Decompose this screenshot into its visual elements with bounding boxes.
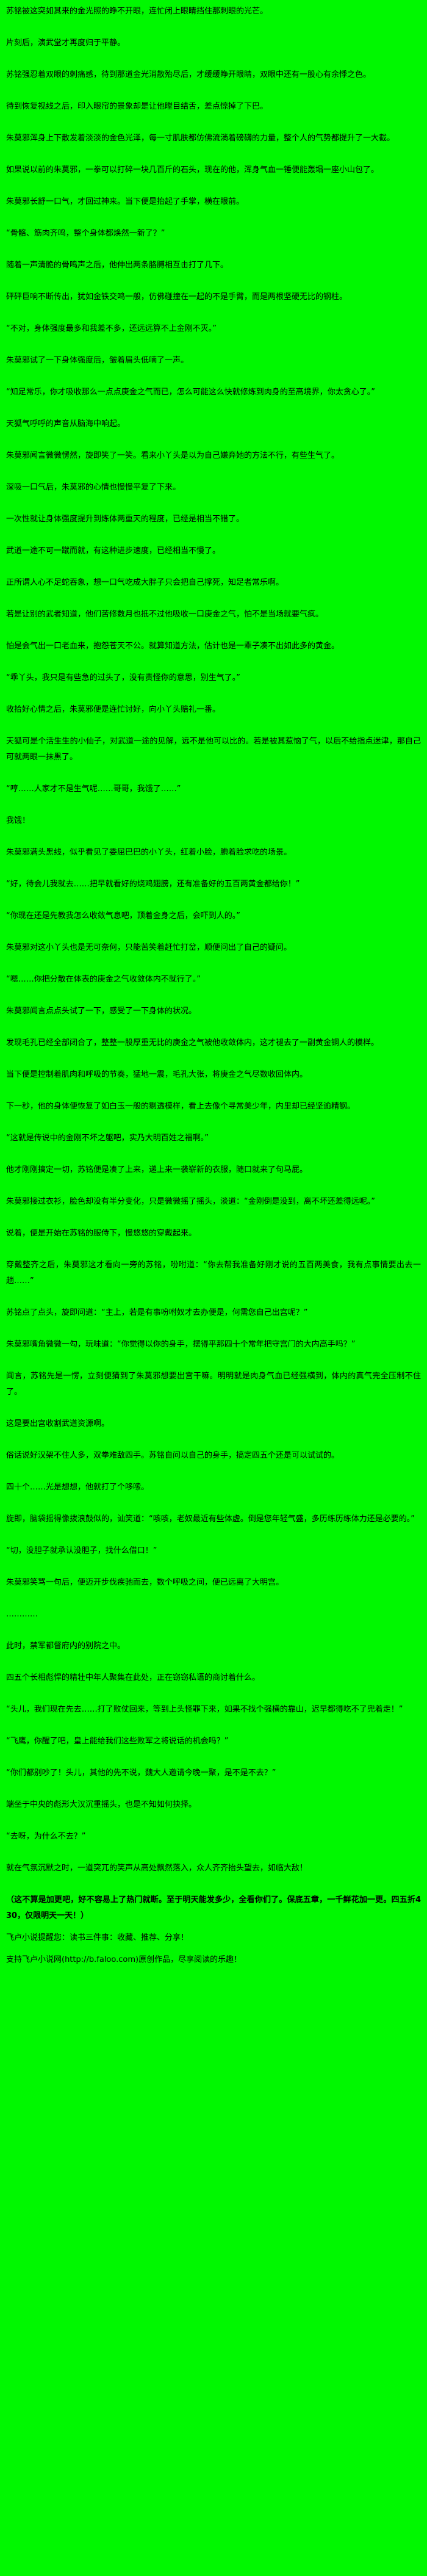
- novel-paragraph: “你现在还是先教我怎么收敛气息吧，顶着金身之后，会吓到人的。”: [6, 911, 240, 921]
- novel-paragraph: 朱莫邪闻言点点头试了一下，感受了一下身体的状况。: [6, 1007, 197, 1016]
- novel-paragraph: “不对，身体强度最多和我差不多，还远远算不上金刚不灭。”: [6, 324, 217, 333]
- novel-paragraph: 待到恢复视线之后，印入眼帘的景象却是让他瞠目结舌，差点惊掉了下巴。: [6, 102, 268, 111]
- novel-paragraph: 朱莫邪接过衣衫，脸色却没有半分变化，只是微微摇了摇头，淡道：“金刚倒是没到，离不…: [6, 1197, 375, 1206]
- novel-paragraph: 片刻后，演武堂才再度归于平静。: [6, 38, 126, 48]
- novel-paragraph: 四五个长相彪悍的精壮中年人聚集在此处，正在窃窃私语的商讨着什么。: [6, 1673, 260, 1682]
- novel-paragraph: 就在气氛沉默之时，一道突兀的笑声从高处飘然落入，众人齐齐抬头望去，如临大敌！: [6, 1864, 308, 1873]
- novel-paragraph: 随着一声清脆的骨鸣声之后，他伸出两条胳膊相互击打了几下。: [6, 261, 229, 270]
- novel-paragraph: 当下便是控制着肌肉和呼吸的节奏，猛地一震，毛孔大张，将庚金之气尽数收回体内。: [6, 1070, 308, 1079]
- novel-paragraph: 朱莫邪闻言微微愣然，旋即笑了一笑。看来小丫头是以为自己嫌弃她的方法不行，有些生气…: [6, 451, 340, 460]
- novel-paragraph: 穿戴整齐之后，朱莫邪这才看向一旁的苏铭，吩咐道：“你去帮我准备好刚才说的五百两美…: [6, 1261, 421, 1286]
- novel-paragraph: 朱莫邪笑骂一句后，便迈开步伐疾驰而去，数个呼吸之间，便已远离了大明宫。: [6, 1578, 284, 1587]
- novel-paragraph: 朱莫邪对这小丫头也是无可奈何，只能苦笑着赶忙打岔，顺便问出了自己的疑问。: [6, 943, 292, 952]
- novel-paragraph: “嗯……你把分散在体表的庚金之气收敛体内不就行了。”: [6, 975, 201, 984]
- novel-paragraph: “好，待会儿我就去……把早就看好的烧鸡翅膀，还有准备好的五百两黄金都给你！”: [6, 880, 300, 889]
- novel-paragraph: 朱莫邪长舒一口气，才回过神来。当下便是抬起了手掌，横在眼前。: [6, 197, 245, 206]
- novel-paragraph: 苏铭强忍着双眼的刺痛感，待到那道金光消散殆尽后，才缓缓睁开眼睛，双眼中还有一股心…: [6, 70, 371, 79]
- reader-page: 苏铭被这突如其来的金光照的睁不开眼，连忙闭上眼睛挡住那刺眼的光芒。片刻后，演武堂…: [6, 4, 421, 1968]
- novel-paragraph: 砰砰巨响不断传出，犹如金铁交鸣一般，仿佛碰撞在一起的不是手臂，而是两根坚硬无比的…: [6, 292, 348, 302]
- novel-paragraph: 深吸一口气后，朱莫邪的心情也慢慢平复了下来。: [6, 483, 181, 492]
- novel-paragraph: 怕是会气出一口老血来，抱怨苍天不公。就算知道方法，估计也是一辈子凑不出如此多的黄…: [6, 642, 340, 651]
- novel-paragraph: 朱莫邪试了一下身体强度后，皱着眉头低喃了一声。: [6, 356, 189, 365]
- novel-paragraph: 此时，禁军都督府内的别院之中。: [6, 1641, 126, 1651]
- novel-paragraph: 苏铭被这突如其来的金光照的睁不开眼，连忙闭上眼睛挡住那刺眼的光芒。: [6, 7, 268, 16]
- novel-paragraph: 下一秒，他的身体便恢复了如白玉一般的剔透模样，看上去像个寻常美少年，内里却已经坚…: [6, 1102, 356, 1111]
- novel-paragraph: 若是让别的武者知道，他们苦修数月也抵不过他吸收一口庚金之气，怕不是当场就要气疯。: [6, 610, 324, 619]
- novel-paragraph: 天狐可是个活生生的小仙子，对武道一途的见解，远不是他可以比的。若是被其惹恼了气，…: [6, 737, 421, 762]
- novel-paragraph: 这是要出宫收割武道资源啊。: [6, 1419, 110, 1428]
- faloo-support-footer: 支持飞卢小说网(http://b.faloo.com)原创作品，尽享阅读的乐趣！: [6, 1955, 242, 1964]
- novel-paragraph: 收拾好心情之后，朱莫邪便是连忙讨好，向小丫头赔礼一番。: [6, 705, 221, 714]
- novel-paragraph: “哼……人家才不是生气呢……哥哥，我饿了……”: [6, 784, 181, 794]
- novel-paragraph: 朱莫邪浑身上下散发着淡淡的金色光泽，每一寸肌肤都仿佛流淌着磅礴的力量，整个人的气…: [6, 134, 395, 143]
- novel-paragraph: 武道一途不可一蹴而就，有这种进步速度，已经相当不慢了。: [6, 546, 221, 555]
- novel-paragraph: “去呀，为什么不去？”: [6, 1832, 86, 1841]
- novel-paragraph: 正所谓人心不足蛇吞象，想一口气吃成大胖子只会把自己撑死，知足者常乐啊。: [6, 578, 284, 587]
- novel-paragraph: 闻言，苏铭先是一愣，立刻便猜到了朱莫邪想要出宫干嘛。明明就是肉身气血已经强横到，…: [6, 1372, 421, 1397]
- novel-paragraph: “这就是传说中的金刚不坏之躯吧，实乃大明百姓之福啊。”: [6, 1134, 209, 1143]
- novel-paragraph: 发现毛孔已经全部闭合了，整整一股厚重无比的庚金之气被他收敛体内，这才褪去了一副黄…: [6, 1038, 379, 1047]
- novel-paragraph: 说着，便是开始在苏铭的服侍下，慢悠悠的穿戴起来。: [6, 1229, 197, 1238]
- novel-paragraph: 朱莫邪嘴角微微一勾，玩味道：“你觉得以你的身手，摆得平那四十个常年把守宫门的大内…: [6, 1340, 356, 1349]
- faloo-reminder: 飞卢小说提醒您：读书三件事：收藏、推荐、分享！: [6, 1933, 189, 1942]
- novel-paragraph: …………: [6, 1610, 38, 1619]
- author-note: （这不算是加更吧，好不容易上了热门就断。至于明天能发多少，全看你们了。保底五章，…: [6, 1895, 421, 1920]
- novel-paragraph: “切，没胆子就承认没胆子，找什么借口！”: [6, 1546, 157, 1555]
- novel-paragraph: “知足常乐，你才吸收那么一点点庚金之气而已，怎么可能这么快就修炼到肉身的至高境界…: [6, 388, 375, 397]
- novel-paragraph: “乖丫头，我只是有些急的过头了，没有责怪你的意思，别生气了。”: [6, 673, 240, 682]
- novel-paragraph: 如果说以前的朱莫邪，一拳可以打碎一块几百斤的石头，现在的他，浑身气血一锤便能轰塌…: [6, 165, 379, 175]
- novel-paragraph: 苏铭点了点头，旋即问道：“主上，若是有事吩咐奴才去办便是，何需您自己出宫呢？”: [6, 1308, 308, 1317]
- novel-paragraph: “骨骼、筋肉齐鸣，整个身体都焕然一新了？”: [6, 229, 165, 238]
- novel-paragraph: “飞鹰，你醒了吧，皇上能给我们这些败军之将说话的机会吗？”: [6, 1737, 229, 1746]
- novel-paragraph: 俗话说好汉架不住人多，双拳难敌四手。苏铭自问以自己的身手，搞定四五个还是可以试试…: [6, 1451, 340, 1460]
- novel-paragraph: 他才刚刚搞定一切，苏铭便是凑了上来，递上来一袭崭新的衣服，随口就来了句马屁。: [6, 1165, 308, 1174]
- novel-paragraph: 一次性就让身体强度提升到炼体两重天的程度，已经是相当不错了。: [6, 515, 245, 524]
- novel-paragraph: 四十个……光是想想，他就打了个哆嗦。: [6, 1483, 149, 1492]
- novel-paragraph: “头儿，我们现在先去……打了败仗回来，等到上头怪罪下来，如果不找个强横的靠山，迟…: [6, 1705, 403, 1714]
- novel-paragraph: 天狐气呼呼的声音从脑海中响起。: [6, 419, 126, 429]
- novel-paragraph: 端坐于中央的彪形大汉沉重摇头，也是不知如何抉择。: [6, 1800, 197, 1809]
- novel-content: 苏铭被这突如其来的金光照的睁不开眼，连忙闭上眼睛挡住那刺眼的光芒。片刻后，演武堂…: [6, 4, 421, 1876]
- novel-paragraph: 我饿！: [6, 816, 30, 825]
- novel-paragraph: 朱莫邪满头黑线，似乎看见了委屈巴巴的小丫头，红着小脸，腆着脸求吃的场景。: [6, 848, 292, 857]
- novel-paragraph: 旋即，脑袋摇得像拨浪鼓似的，讪笑道：“咳咳，老奴最近有些体虚。倒是您年轻气盛，多…: [6, 1514, 415, 1524]
- novel-paragraph: “你们都别吵了！头儿，其他的先不说，魏大人邀请今晚一聚，是不是不去？”: [6, 1768, 276, 1778]
